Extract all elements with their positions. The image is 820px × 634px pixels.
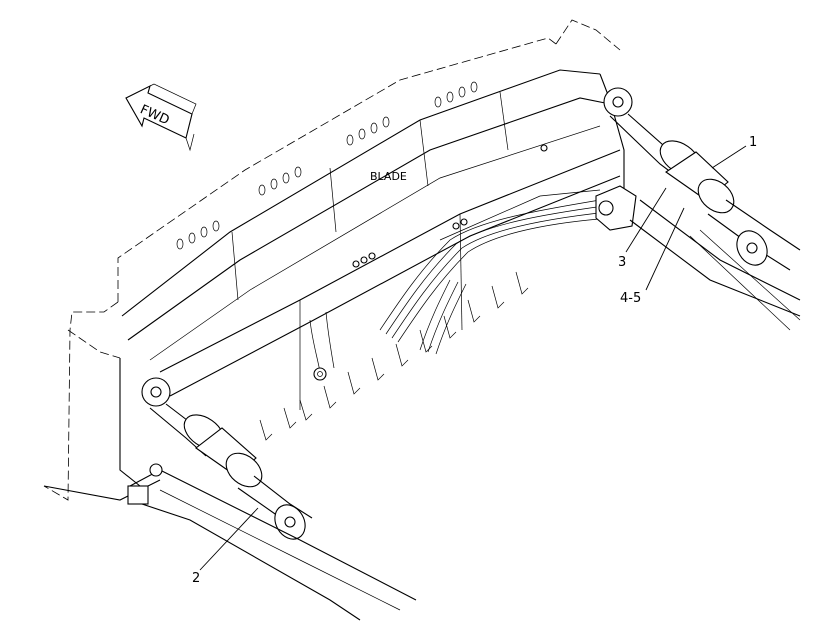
callout-4-5: 4-5: [620, 207, 685, 306]
hose-clamps: [313, 144, 548, 381]
forward-direction-arrow: FWD: [125, 83, 197, 152]
blade-label: BLADE: [370, 170, 407, 183]
callout-2-label: 2: [192, 571, 200, 586]
blade: [43, 19, 625, 501]
blade-ribs: [259, 271, 529, 441]
callout-3-label: 3: [618, 255, 626, 270]
callout-4-5-label: 4-5: [620, 291, 641, 306]
blade-slot-row: [176, 81, 478, 250]
right-push-arm: [629, 199, 801, 317]
left-push-arm: [127, 463, 417, 621]
callout-2: 2: [192, 507, 259, 586]
callout-1: 1: [711, 135, 757, 169]
callout-3: 3: [618, 187, 667, 270]
left-tilt-cylinder: [141, 377, 313, 540]
hydraulic-hoses: [309, 189, 613, 373]
callout-1-label: 1: [749, 135, 757, 150]
right-tilt-cylinder: [603, 87, 801, 331]
right-trunnion-bracket: [595, 185, 637, 231]
